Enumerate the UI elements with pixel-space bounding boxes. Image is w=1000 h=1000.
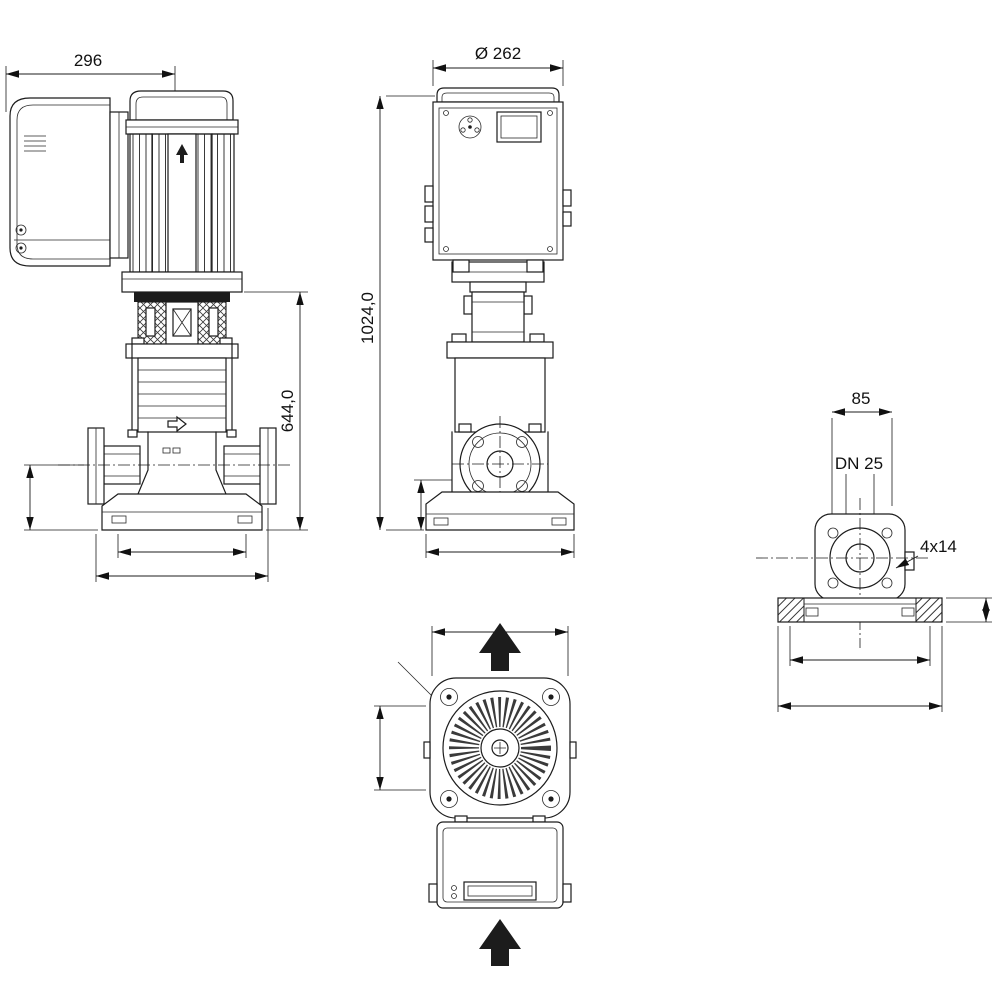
dim-plate-thickness [946, 597, 992, 623]
fan-blades [449, 697, 551, 799]
port-flange-face [756, 498, 928, 648]
dim-1024: 1024,0 [358, 95, 435, 531]
dim-296: 296 [5, 51, 176, 150]
control-knob [458, 115, 482, 139]
dim-label-262: Ø 262 [475, 44, 521, 63]
dim-port-height [24, 464, 98, 531]
motor-side [121, 90, 243, 293]
dim-644: 644,0 [244, 291, 308, 531]
fan-top [442, 690, 558, 806]
dim-262: Ø 262 [432, 44, 564, 86]
display-screen [500, 115, 538, 139]
dim-label-85: 85 [852, 389, 871, 408]
dim-label-dn25: DN 25 [835, 454, 883, 473]
side-view: 296 [5, 51, 308, 582]
flow-direction-icon [167, 415, 187, 433]
dim-base-plate-width [425, 534, 575, 558]
converter-side [9, 97, 129, 267]
dim-overall-depth [95, 508, 269, 582]
coupling-side [134, 292, 230, 345]
flow-arrow-bottom-icon [479, 919, 521, 966]
front-view: Ø 262 [358, 44, 575, 558]
top-view [374, 623, 577, 966]
pump-side [125, 337, 239, 438]
base-front [425, 491, 575, 531]
display-top [467, 885, 533, 897]
dim-bolt-slot-spacing [789, 626, 931, 666]
dim-base-width [117, 534, 247, 558]
dim-85: 85 [831, 389, 893, 522]
vent-arrow-icon [176, 144, 188, 163]
flange-view: 85 DN 25 4x14 [756, 389, 992, 712]
base-side [101, 431, 263, 531]
dim-plate-length [777, 626, 943, 712]
flow-arrow-top-icon [479, 623, 521, 671]
coupling-front [463, 281, 533, 343]
base-plate-section [777, 597, 943, 623]
dim-base-height [414, 479, 452, 530]
label-4x14: 4x14 [895, 537, 957, 569]
pump-front [446, 333, 554, 512]
ports-side [58, 427, 292, 505]
dim-label-296: 296 [74, 51, 102, 70]
converter-front [424, 87, 572, 283]
dim-label-4x14: 4x14 [920, 537, 957, 556]
dim-fan-diameter [374, 705, 426, 791]
leader-line [397, 661, 437, 701]
dim-label-644: 644,0 [278, 390, 297, 433]
converter-top [428, 815, 572, 909]
dim-label-1024: 1024,0 [358, 292, 377, 344]
